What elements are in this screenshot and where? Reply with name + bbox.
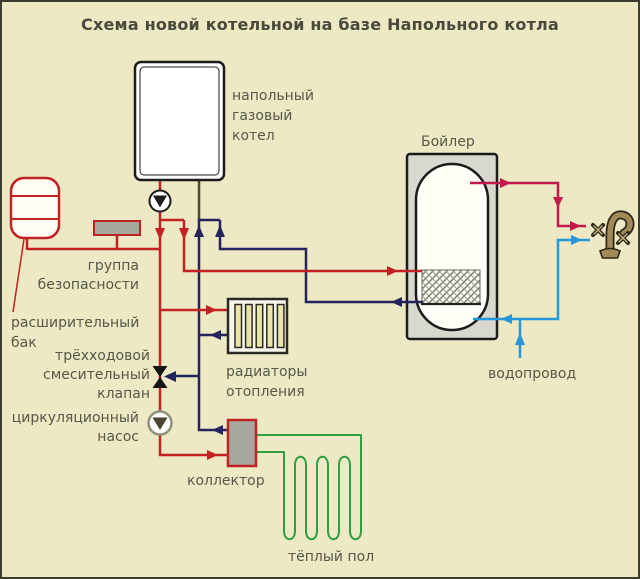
- label-warm-floor: тёплый пол: [288, 549, 375, 565]
- expansion-tank-leader-line: [12, 238, 25, 313]
- label-gas-boiler: напольный газовый котел: [232, 88, 314, 144]
- page-title: Схема новой котельной на базе Напольного…: [81, 15, 559, 34]
- boiler-pump-icon: [148, 189, 172, 213]
- label-collector: коллектор: [187, 473, 265, 489]
- safety-group: [93, 220, 141, 236]
- pipes-dhw-hot: [470, 178, 586, 231]
- flow-arrows-hot-water: [500, 178, 581, 231]
- label-water-supply: водопровод: [488, 366, 577, 382]
- expansion-tank: [9, 176, 61, 240]
- label-mixing-valve: трёхходовой смесительный клапан: [43, 348, 150, 402]
- circulation-pump-icon: [147, 410, 173, 436]
- pipes-cold-water: [473, 235, 590, 358]
- label-safety-group: группа безопасности: [37, 258, 139, 293]
- pipes-floor-heating: [255, 434, 362, 541]
- mixing-valve-icon: [152, 366, 168, 388]
- flow-arrows-cold-water: [501, 235, 582, 345]
- label-dhw-tank: Бойлер: [421, 134, 475, 150]
- radiator: [226, 297, 289, 355]
- faucet-icon: [591, 210, 635, 259]
- label-circulation-pump: циркуляционный насос: [11, 410, 139, 445]
- flow-arrows-supply: [155, 228, 398, 460]
- dhw-tank: [405, 152, 499, 341]
- flow-arrows-return: [164, 225, 402, 435]
- pipes-heating-return: [164, 218, 423, 435]
- collector: [226, 418, 258, 468]
- gas-boiler: [133, 60, 226, 182]
- label-expansion-tank: расширительный бак: [11, 315, 140, 351]
- tank-coil-icon: [421, 269, 481, 306]
- label-radiators: радиаторы отопления: [226, 364, 308, 400]
